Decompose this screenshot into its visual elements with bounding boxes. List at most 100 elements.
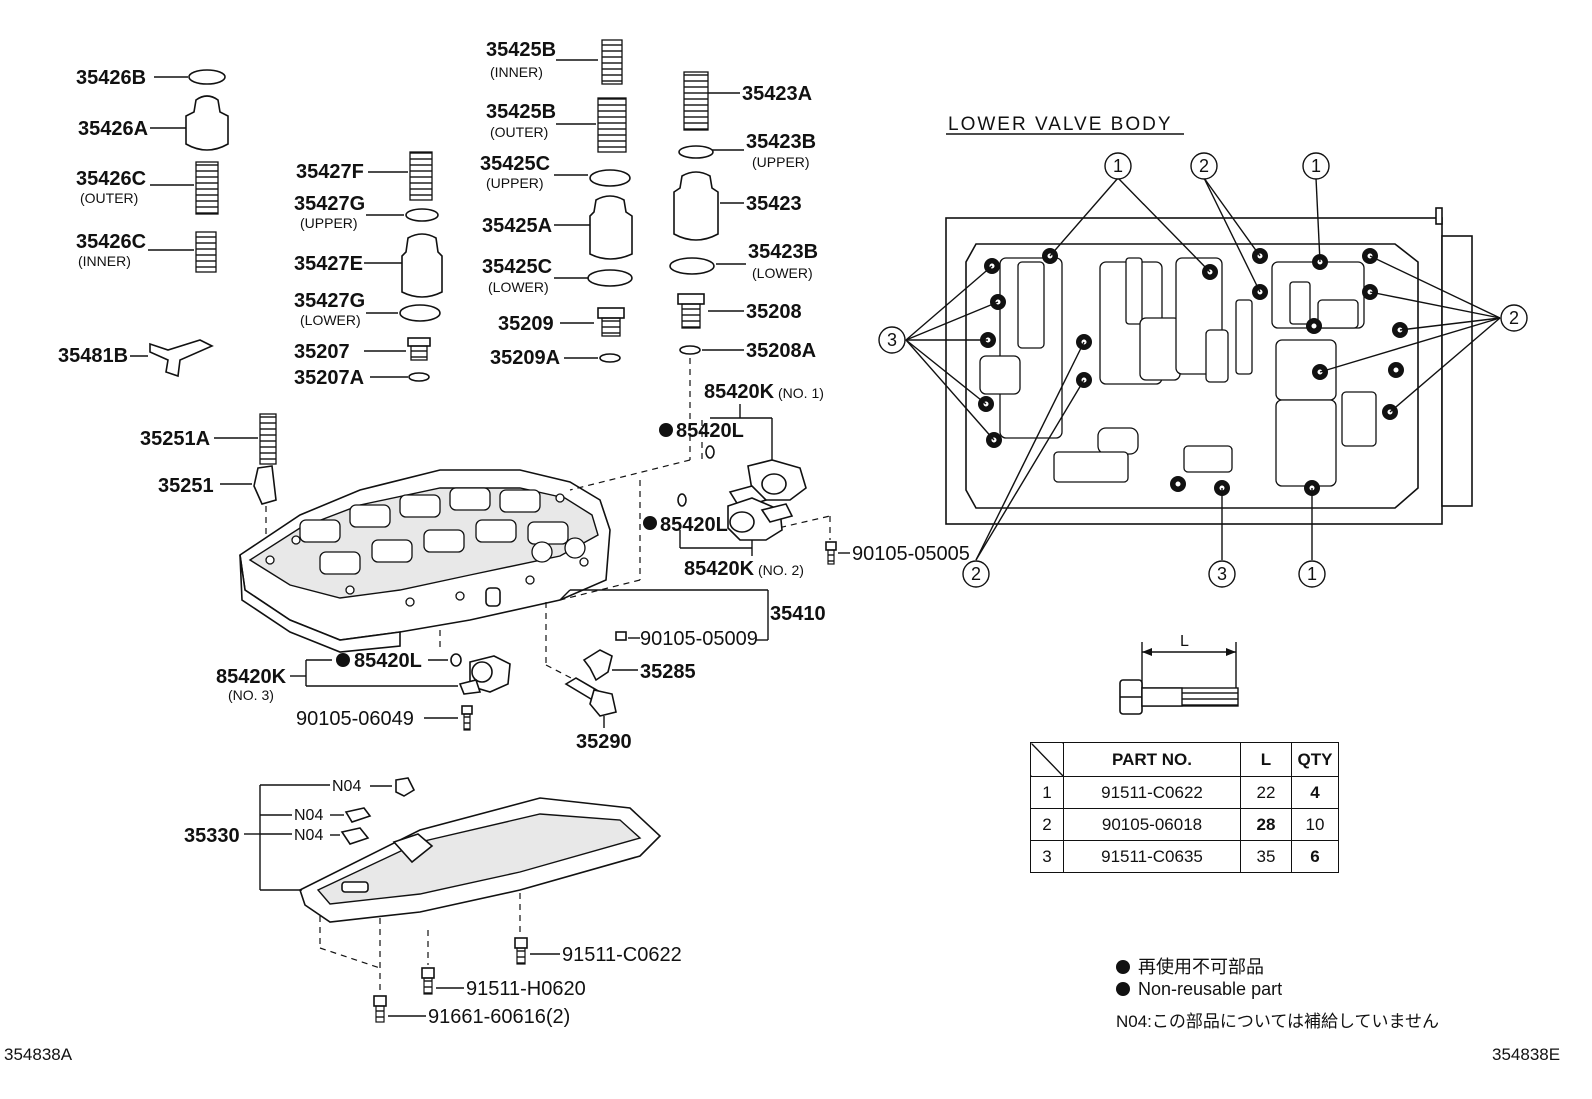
- gasket-shape: [340, 827, 370, 845]
- table-cell-part: 91511-C0635: [1063, 840, 1241, 873]
- table-cell-l: 22: [1240, 776, 1292, 809]
- o-ring-shape: [399, 304, 441, 322]
- check-ball-shape: [253, 465, 277, 505]
- part-35425C-lower[interactable]: 35425C (LOWER): [482, 256, 633, 295]
- part-35423B-upper[interactable]: 35423B (UPPER): [678, 131, 816, 170]
- bracket-shape: [149, 339, 214, 378]
- table-cell-l: 35: [1240, 840, 1292, 873]
- label-35209: 35209: [498, 313, 554, 335]
- non-reusable-dot: [659, 423, 673, 437]
- callout-2-a: 2: [1190, 152, 1218, 180]
- part-35426A[interactable]: 35426A: [78, 95, 229, 151]
- part-35208A[interactable]: 35208A: [679, 340, 816, 460]
- callout-2-b: 2: [1500, 304, 1528, 332]
- strainer-top: [316, 813, 642, 905]
- label-35426C-outer: 35426C: [76, 168, 146, 190]
- section-title: LOWER VALVE BODY: [948, 114, 1173, 135]
- part-35208[interactable]: 35208: [677, 293, 802, 329]
- part-35425B-outer[interactable]: 35425B (OUTER): [486, 97, 627, 153]
- sleeve-shape: [673, 171, 719, 241]
- gasket-shape: [395, 777, 416, 797]
- part-35427G-upper[interactable]: 35427G (UPPER): [294, 193, 439, 231]
- part-35425B-inner[interactable]: 35425B (INNER): [486, 39, 623, 85]
- callout-3-a: 3: [878, 326, 906, 354]
- part-35251A[interactable]: 35251A: [140, 413, 277, 465]
- label-upper: (UPPER): [486, 175, 544, 191]
- part-n04-a[interactable]: N04: [332, 777, 416, 797]
- svg-text:1: 1: [1307, 564, 1317, 584]
- label-35426B: 35426B: [76, 67, 146, 89]
- part-35426C-inner[interactable]: 35426C (INNER): [76, 231, 217, 273]
- part-35423A[interactable]: 35423A: [683, 71, 812, 131]
- label-35427G-upper: 35427G: [294, 193, 365, 215]
- label-n04: N04: [294, 827, 323, 844]
- label-35425B-outer: 35425B: [486, 101, 556, 123]
- part-85420K-no2[interactable]: 85420K (NO. 2): [679, 530, 804, 580]
- part-n04-c[interactable]: N04: [294, 827, 370, 845]
- part-91661-60616[interactable]: 91661-60616(2): [373, 995, 570, 1028]
- part-85420L-2[interactable]: 85420L: [643, 493, 794, 541]
- label-no3: (NO. 3): [228, 687, 274, 703]
- part-85420K-no1[interactable]: 85420K (NO. 1): [704, 381, 824, 509]
- part-90105-05005[interactable]: 90105-05005: [825, 541, 970, 565]
- part-35425C-upper[interactable]: 35425C (UPPER): [480, 153, 631, 191]
- part-85420L-3[interactable]: 85420L: [336, 650, 462, 672]
- part-35423[interactable]: 35423: [673, 171, 802, 241]
- label-35423B-lower: 35423B: [748, 241, 818, 263]
- o-ring-shape: [669, 257, 715, 275]
- label-35427G-lower: 35427G: [294, 290, 365, 312]
- svg-text:2: 2: [1199, 156, 1209, 176]
- label-outer: (OUTER): [80, 190, 138, 206]
- lower-valve-body-view[interactable]: [945, 207, 1473, 525]
- clip-shape: [599, 353, 621, 363]
- table-cell-qty: 10: [1291, 808, 1339, 841]
- spring-shape: [597, 97, 627, 153]
- part-85420L-1[interactable]: 85420L: [659, 420, 744, 459]
- part-35425A[interactable]: 35425A: [482, 195, 633, 260]
- label-35425C-upper: 35425C: [480, 153, 550, 175]
- valve-body-assembly[interactable]: [239, 469, 611, 653]
- part-91511-H0620[interactable]: 91511-H0620: [421, 967, 586, 1000]
- part-35209[interactable]: 35209: [498, 307, 625, 337]
- part-35251[interactable]: 35251: [158, 465, 277, 548]
- part-91511-C0622[interactable]: 91511-C0622: [514, 937, 682, 966]
- part-35427G-lower[interactable]: 35427G (LOWER): [294, 290, 441, 328]
- o-ring-shape: [405, 208, 439, 222]
- plug-body: [681, 303, 701, 329]
- part-35481B[interactable]: 35481B: [58, 339, 214, 378]
- label-upper: (UPPER): [300, 215, 358, 231]
- part-90105-06049[interactable]: 90105-06049: [296, 705, 473, 731]
- svg-text:3: 3: [887, 330, 897, 350]
- label-35481B: 35481B: [58, 345, 128, 367]
- sensor-body: [589, 689, 617, 717]
- valve-body-side: [239, 554, 401, 653]
- part-90105-05009[interactable]: 90105-05009: [615, 628, 758, 650]
- label-35251A: 35251A: [140, 428, 210, 450]
- label-35290: 35290: [576, 731, 632, 753]
- part-35285[interactable]: 35285: [582, 649, 696, 683]
- part-35209A[interactable]: 35209A: [490, 347, 621, 369]
- part-35290[interactable]: 35290: [564, 677, 632, 753]
- o-ring-shape: [705, 445, 715, 459]
- part-35207[interactable]: 35207: [294, 337, 431, 363]
- label-91511-C0622: 91511-C0622: [562, 944, 682, 966]
- non-reusable-dot-icon: [1116, 982, 1130, 996]
- part-35423B-lower[interactable]: 35423B (LOWER): [669, 241, 818, 281]
- part-35426C-outer[interactable]: 35426C (OUTER): [76, 161, 219, 215]
- part-35207A[interactable]: 35207A: [294, 367, 430, 389]
- part-35426B[interactable]: 35426B: [76, 67, 226, 89]
- label-85420L-1: 85420L: [676, 420, 744, 442]
- plug-body: [410, 345, 428, 361]
- part-n04-b[interactable]: N04: [294, 807, 372, 824]
- part-35330[interactable]: 35330: [184, 784, 662, 923]
- part-35427E[interactable]: 35427E: [294, 233, 443, 298]
- part-35427F[interactable]: 35427F: [296, 151, 433, 201]
- callout-3-b: 3: [1208, 560, 1236, 588]
- part-85420K-no3[interactable]: 85420K (NO. 3): [216, 655, 511, 703]
- table-header-row: PART NO. L QTY: [1030, 742, 1339, 777]
- part-35410[interactable]: 35410: [559, 589, 826, 641]
- non-reusable-dot: [336, 653, 350, 667]
- label-35208: 35208: [746, 301, 802, 323]
- legend-en: Non-reusable part: [1116, 979, 1282, 1000]
- svg-text:1: 1: [1113, 156, 1123, 176]
